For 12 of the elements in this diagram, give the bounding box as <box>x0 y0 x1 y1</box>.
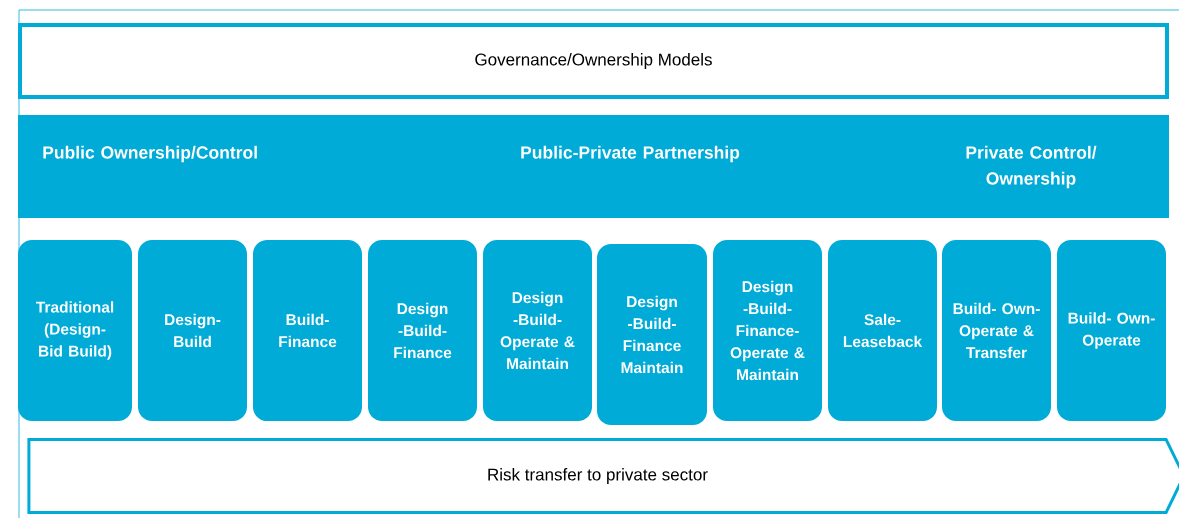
model-box: Design -Build- Finance <box>368 240 477 421</box>
model-box: Traditional (Design-Bid Build) <box>18 240 132 421</box>
model-box: Design -Build- Finance- Operate & Maintain <box>713 240 822 421</box>
model-box: Build- Own- Operate & Transfer <box>942 240 1051 421</box>
model-box: Design -Build- Finance Maintain <box>597 244 707 425</box>
title-box: Governance/Ownership Models <box>18 23 1169 99</box>
model-box: Build- Finance <box>253 240 362 421</box>
model-box: Design -Build- Operate & Maintain <box>483 240 592 421</box>
model-box: Design- Build <box>138 240 247 421</box>
model-box: Sale- Leaseback <box>828 240 937 421</box>
model-box: Build- Own- Operate <box>1057 240 1166 421</box>
category-band: Public Ownership/Control Public-Private Partnership Private Control/ Ownership <box>18 115 1169 218</box>
